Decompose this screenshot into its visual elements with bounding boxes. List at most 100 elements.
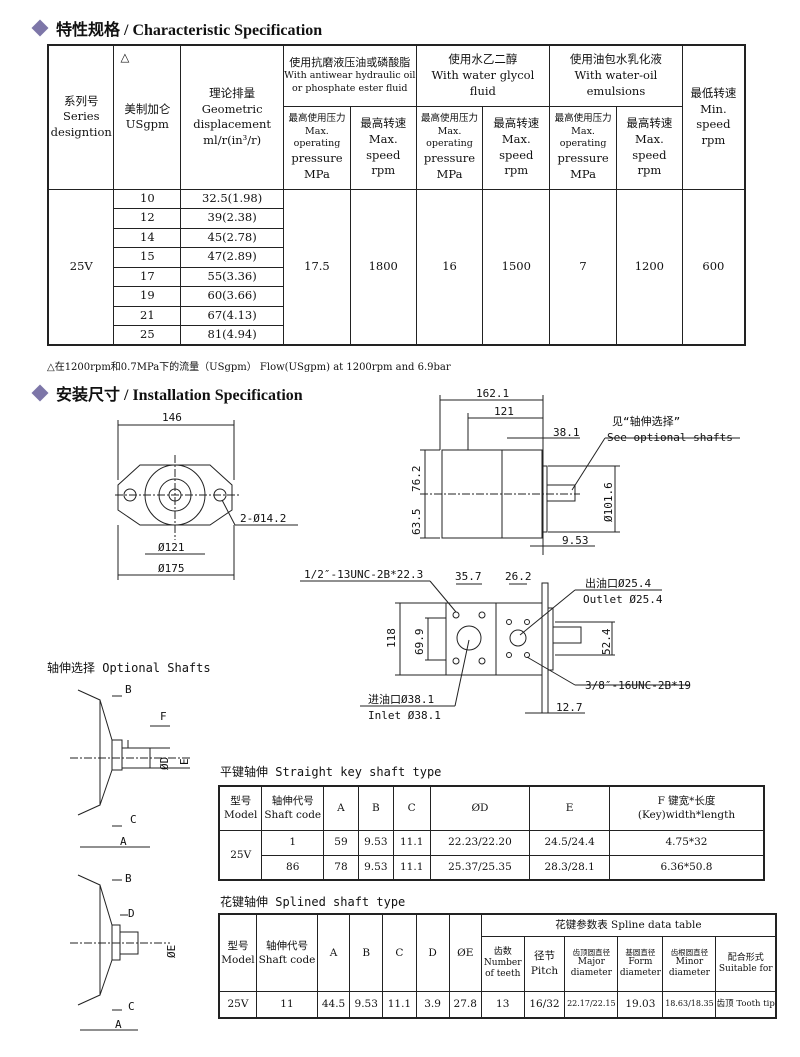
section-header-installation: 安装尺寸 / Installation Specification bbox=[31, 381, 303, 405]
label-e: E bbox=[178, 758, 191, 765]
disp-cell: 81(4.94) bbox=[180, 325, 285, 346]
cell: 18.63/18.35 bbox=[662, 990, 717, 1019]
cell: 44.5 bbox=[316, 990, 351, 1019]
dim-121: 121 bbox=[494, 405, 514, 418]
note-optional-cn: 见“轴伸选择” bbox=[612, 414, 680, 428]
note-optional-en: See optional shafts bbox=[607, 431, 733, 444]
header-c: C bbox=[392, 785, 431, 831]
header-d: D bbox=[415, 913, 450, 992]
cell: 28.3/28.1 bbox=[529, 854, 610, 881]
splined-shaft-drawing bbox=[70, 874, 170, 1031]
dim-63-5: 63.5 bbox=[410, 509, 423, 536]
dim-outer: Ø175 bbox=[158, 562, 185, 575]
header-c: C bbox=[382, 913, 417, 992]
label-od: ØD bbox=[158, 757, 171, 770]
cell: 19.03 bbox=[617, 990, 664, 1019]
dim-52-4: 52.4 bbox=[600, 628, 613, 655]
speed-3-value: 1200 bbox=[616, 188, 683, 346]
header-e: E bbox=[529, 785, 610, 831]
cell: 25.37/25.35 bbox=[429, 854, 531, 881]
dim-pilot: Ø121 bbox=[158, 541, 185, 554]
side-view-drawing bbox=[420, 395, 740, 555]
disp-cell: 55(3.36) bbox=[180, 266, 285, 287]
cell: 22.23/22.20 bbox=[429, 829, 531, 856]
pressure-3-value: 7 bbox=[549, 188, 617, 346]
outlet-en: Outlet Ø25.4 bbox=[583, 593, 663, 606]
header-a: A bbox=[316, 913, 351, 992]
footnote: △在1200rpm和0.7MPa下的流量（USgpm） Flow(USgpm) … bbox=[47, 362, 451, 373]
dim-12-7: 12.7 bbox=[556, 701, 583, 714]
cell: 22.17/22.15 bbox=[564, 990, 619, 1019]
model-cell: 25V bbox=[218, 829, 263, 881]
min-speed-value: 600 bbox=[681, 188, 746, 346]
dim-35-7: 35.7 bbox=[455, 570, 482, 583]
usgpm-cell: 14 bbox=[113, 227, 182, 248]
dim-holes: 2-Ø14.2 bbox=[240, 512, 286, 525]
dim-162-1: 162.1 bbox=[476, 387, 509, 400]
cell: 9.53 bbox=[357, 854, 394, 881]
cell: 27.8 bbox=[448, 990, 482, 1019]
straight-shaft-drawing bbox=[70, 689, 190, 848]
dim-69-9: 69.9 bbox=[413, 629, 426, 656]
disp-cell: 60(3.66) bbox=[180, 286, 285, 307]
header-d: ØD bbox=[429, 785, 531, 831]
label-a: A bbox=[120, 835, 127, 848]
header-b: B bbox=[349, 913, 384, 992]
header-spline-data: 花键参数表 Spline data table bbox=[480, 913, 777, 937]
outlet-cn: 出油口Ø25.4 bbox=[585, 576, 651, 590]
inlet-cn: 进油口Ø38.1 bbox=[368, 692, 434, 706]
disp-cell: 67(4.13) bbox=[180, 305, 285, 326]
optional-shafts-title: 轴伸选择 Optional Shafts bbox=[47, 661, 211, 675]
header-e: ØE bbox=[448, 913, 482, 992]
dim-26-2: 26.2 bbox=[505, 570, 532, 583]
pressure-1-value: 17.5 bbox=[283, 188, 351, 346]
label-b: B bbox=[125, 683, 132, 696]
usgpm-cell: 10 bbox=[113, 188, 182, 209]
front-view-drawing bbox=[115, 420, 298, 580]
cell: 11 bbox=[255, 990, 319, 1019]
label-c2: C bbox=[128, 1000, 135, 1013]
label-f: F bbox=[160, 710, 167, 723]
cell: 59 bbox=[323, 829, 359, 856]
header-f: F 键宽*长度(Key)width*length bbox=[609, 785, 765, 831]
label-b2: B bbox=[125, 872, 132, 885]
dim-9-53: 9.53 bbox=[562, 534, 589, 547]
dim-38-1: 38.1 bbox=[553, 426, 580, 439]
thread-2: 3/8″-16UNC-2B*19 bbox=[585, 679, 691, 692]
cell: 4.75*32 bbox=[609, 829, 765, 856]
splined-title: 花键轴伸 Splined shaft type bbox=[220, 895, 406, 909]
cell: 86 bbox=[261, 854, 325, 881]
cell: 1 bbox=[261, 829, 325, 856]
pressure-2-value: 16 bbox=[415, 188, 484, 346]
dim-118: 118 bbox=[385, 628, 398, 648]
cell: 9.53 bbox=[349, 990, 384, 1019]
header-b: B bbox=[357, 785, 394, 831]
